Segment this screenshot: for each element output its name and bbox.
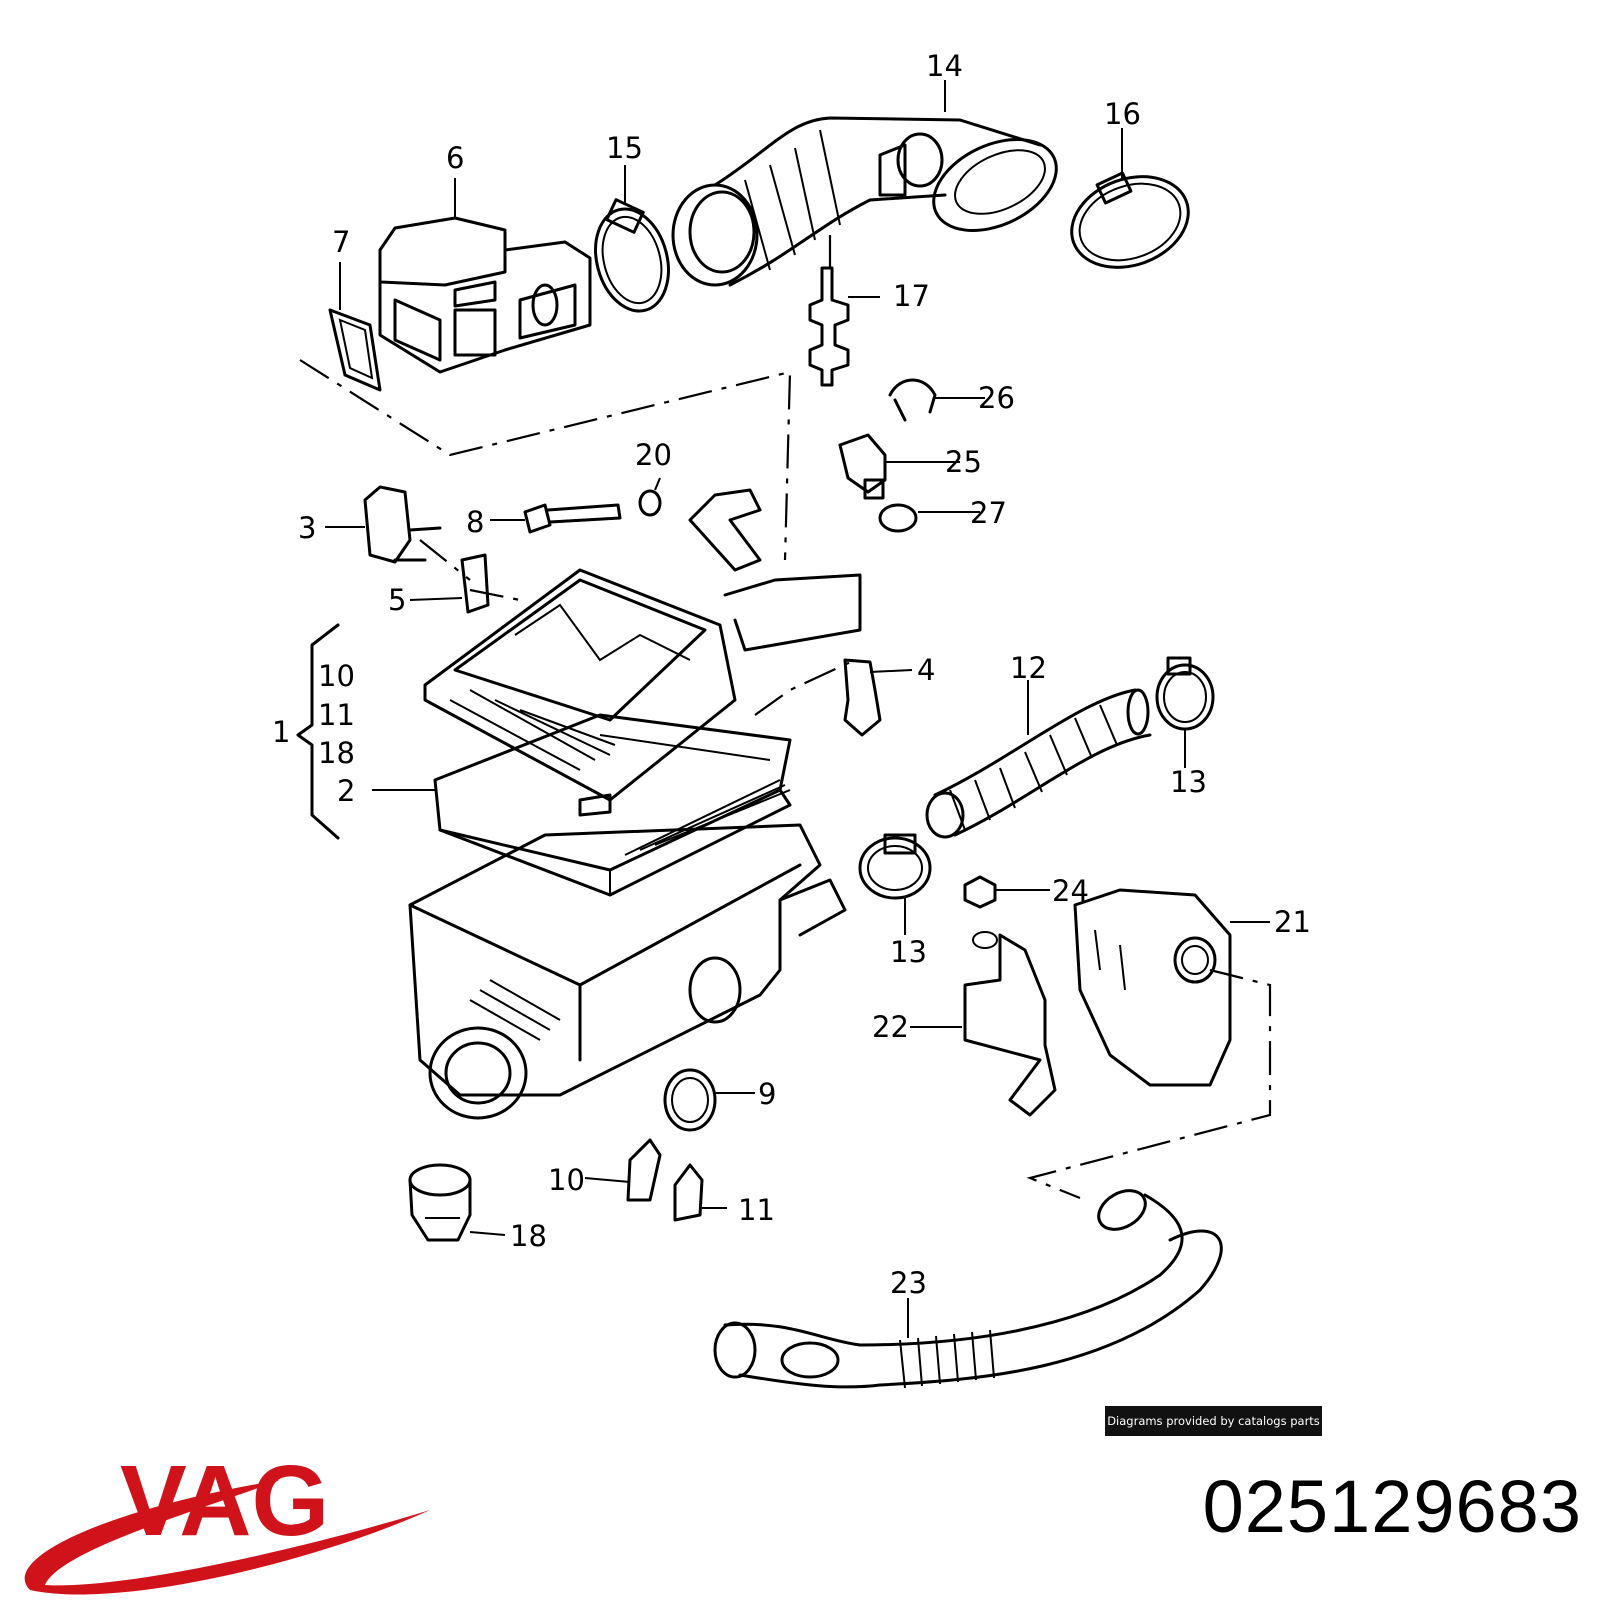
corrugated-hose-part-12 [925, 688, 1152, 839]
callout-1: 1 [272, 715, 290, 749]
filter-element-part-2 [433, 713, 792, 897]
gasket-part-7 [328, 308, 382, 392]
callout-12: 12 [1010, 651, 1047, 685]
callout-27: 27 [970, 496, 1007, 530]
callout-15: 15 [606, 131, 643, 165]
bracket-part-22 [963, 931, 1057, 1117]
air-filter-housing [408, 823, 847, 1120]
sensor-part-25 [838, 433, 887, 500]
diagram-credit-banner: Diagrams provided by catalogs parts [1105, 1406, 1322, 1436]
hose-clamp-part-13-lower [858, 833, 932, 900]
rubber-mount-part-3 [363, 485, 442, 564]
callout-23: 23 [890, 1266, 927, 1300]
grommet-part-18 [408, 1163, 472, 1242]
callout-21: 21 [1274, 905, 1311, 939]
logo-wordmark: VAG [120, 1445, 329, 1557]
group-bracket [296, 623, 340, 840]
callout-labels: 6 7 15 14 16 17 26 25 27 20 8 3 5 4 12 1… [272, 49, 1311, 1300]
callout-9: 9 [758, 1077, 776, 1111]
callout-13-lower: 13 [890, 935, 927, 969]
callout-11: 11 [738, 1193, 775, 1227]
callout-14: 14 [926, 49, 963, 83]
callout-8: 8 [466, 505, 484, 539]
part-number: 025129683 [1202, 1465, 1582, 1548]
callout-3: 3 [298, 511, 316, 545]
callout-24: 24 [1052, 874, 1089, 908]
vag-logo: VAG [24, 1445, 430, 1595]
bent-hose-part-23 [713, 1189, 1223, 1389]
callout-7: 7 [332, 225, 350, 259]
hose-clamp-part-16 [1070, 171, 1190, 269]
logo-swoosh [24, 1480, 430, 1595]
callout-18: 18 [510, 1219, 547, 1253]
callout-5: 5 [388, 583, 406, 617]
valve-part-11 [673, 1163, 704, 1222]
bolt-part-8 [523, 503, 622, 534]
valve-part-10 [626, 1138, 662, 1202]
plate-part-5 [460, 553, 490, 614]
hose-clamp-part-15 [594, 198, 670, 313]
washer-part-20 [638, 489, 662, 517]
callout-16: 16 [1104, 97, 1141, 131]
callout-25: 25 [945, 445, 982, 479]
callout-11-group: 11 [318, 698, 355, 732]
callout-18-group: 18 [318, 736, 355, 770]
callout-22: 22 [872, 1010, 909, 1044]
callout-13-upper: 13 [1170, 765, 1207, 799]
bracket-part-4 [843, 658, 882, 737]
clip-part-26 [888, 378, 937, 422]
resonator-part-21 [1073, 888, 1232, 1087]
callout-10-group: 10 [318, 659, 355, 693]
callout-26: 26 [978, 381, 1015, 415]
callout-4: 4 [917, 653, 935, 687]
air-mass-meter-part-6 [378, 216, 592, 374]
connector-part-17 [808, 266, 850, 387]
callout-6: 6 [446, 141, 464, 175]
seal-ring-part-9 [663, 1068, 717, 1132]
air-filter-lid [423, 488, 862, 817]
callout-2: 2 [337, 774, 355, 808]
intake-hose-part-14 [671, 116, 1058, 287]
callout-20: 20 [635, 438, 672, 472]
assembly-lines [299, 235, 1272, 1200]
nut-part-24 [963, 875, 997, 909]
hose-clamp-part-13-upper [1155, 656, 1215, 731]
callout-10: 10 [548, 1163, 585, 1197]
o-ring-part-27 [878, 503, 918, 533]
callout-17: 17 [893, 279, 930, 313]
leader-lines [325, 80, 1270, 1338]
